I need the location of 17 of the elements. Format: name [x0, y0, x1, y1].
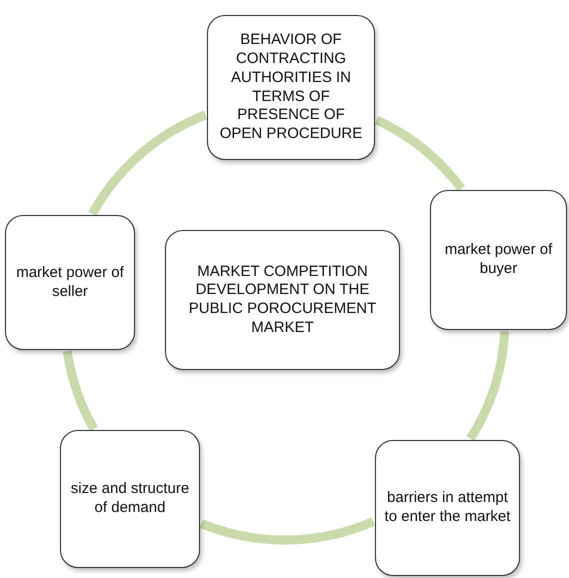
rounded-box: [165, 230, 400, 370]
rounded-box: [375, 440, 520, 576]
box-text: BEHAVIOR OF CONTRACTING AUTHORITIES IN TERMS OF PRESENCE OF OPEN PROCEDURE: [218, 31, 364, 144]
rounded-box: [5, 215, 135, 350]
ring-arc: [88, 110, 208, 216]
ring-arc: [466, 330, 510, 441]
ring-arc: [200, 517, 375, 544]
rounded-box: [207, 15, 375, 160]
box-text: barriers in attempt to enter the market: [384, 489, 512, 527]
ring-arc: [374, 116, 465, 192]
rounded-box: [60, 430, 200, 568]
box-text: market power of seller: [15, 264, 125, 302]
box-text: MARKET COMPETITION DEVELOPMENT ON THE PUBLIC POROCUREMENT MARKET: [188, 262, 378, 338]
rounded-box: [430, 190, 567, 330]
box-text: size and structure of demand: [70, 480, 190, 518]
ring-arc: [62, 350, 98, 431]
box-text: market power of buyer: [444, 241, 554, 279]
